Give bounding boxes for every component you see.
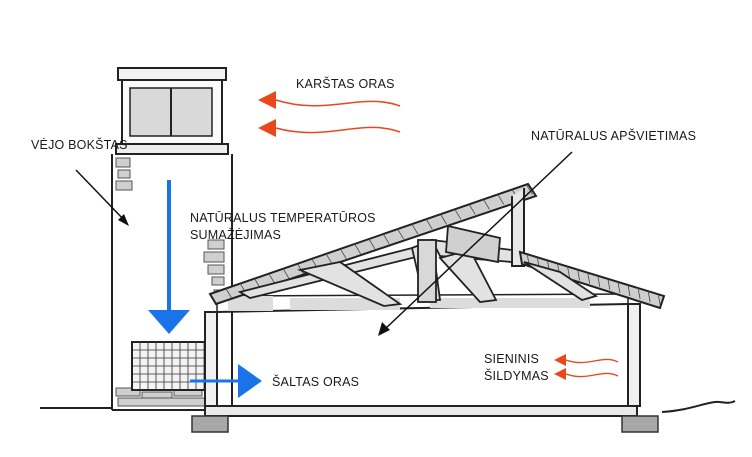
- wall-heating-arrow-1: [565, 358, 619, 364]
- wall-heating-arrows: [554, 354, 619, 380]
- temperature-drop-label: NATŪRALUS TEMPERATŪROS SUMAŽĖJIMAS: [190, 210, 376, 244]
- wall-heating-label: SIENINIS ŠILDYMAS: [484, 351, 549, 385]
- hot-air-label: KARŠTAS ORAS: [296, 77, 395, 91]
- hot-air-arrowhead-2: [258, 119, 276, 137]
- wall-heating-line-2: ŠILDYMAS: [484, 369, 549, 383]
- cold-air-label: ŠALTAS ORAS: [272, 375, 360, 389]
- cold-air-out-arrow: [190, 364, 262, 398]
- cool-air-down-arrow: [148, 180, 190, 334]
- temperature-drop-line-1: NATŪRALUS TEMPERATŪROS: [190, 211, 376, 225]
- natural-light-pointer-head: [378, 322, 390, 336]
- natural-light-pointer: [383, 151, 573, 331]
- wall-heating-arrow-2: [565, 372, 619, 378]
- hot-air-arrow-1: [275, 99, 401, 107]
- house: [191, 182, 666, 433]
- hot-air-arrow-2: [275, 126, 401, 134]
- wall-heating-line-1: SIENINIS: [484, 352, 540, 366]
- wind-tower: [111, 67, 233, 410]
- wind-tower-pointer-head: [118, 214, 129, 226]
- temperature-drop-line-2: SUMAŽĖJIMAS: [190, 228, 282, 242]
- wind-tower-pointer: [75, 169, 127, 223]
- hot-air-arrows: [258, 91, 401, 137]
- wall-heating-arrowhead-2: [554, 368, 566, 380]
- wall-heating-arrowhead-1: [554, 354, 566, 366]
- natural-lighting-label: NATŪRALUS APŠVIETIMAS: [531, 129, 697, 143]
- hot-air-arrowhead-1: [258, 91, 276, 109]
- ground-line: [40, 400, 736, 413]
- wind-tower-label: VĖJO BOKŠTAS: [31, 138, 128, 152]
